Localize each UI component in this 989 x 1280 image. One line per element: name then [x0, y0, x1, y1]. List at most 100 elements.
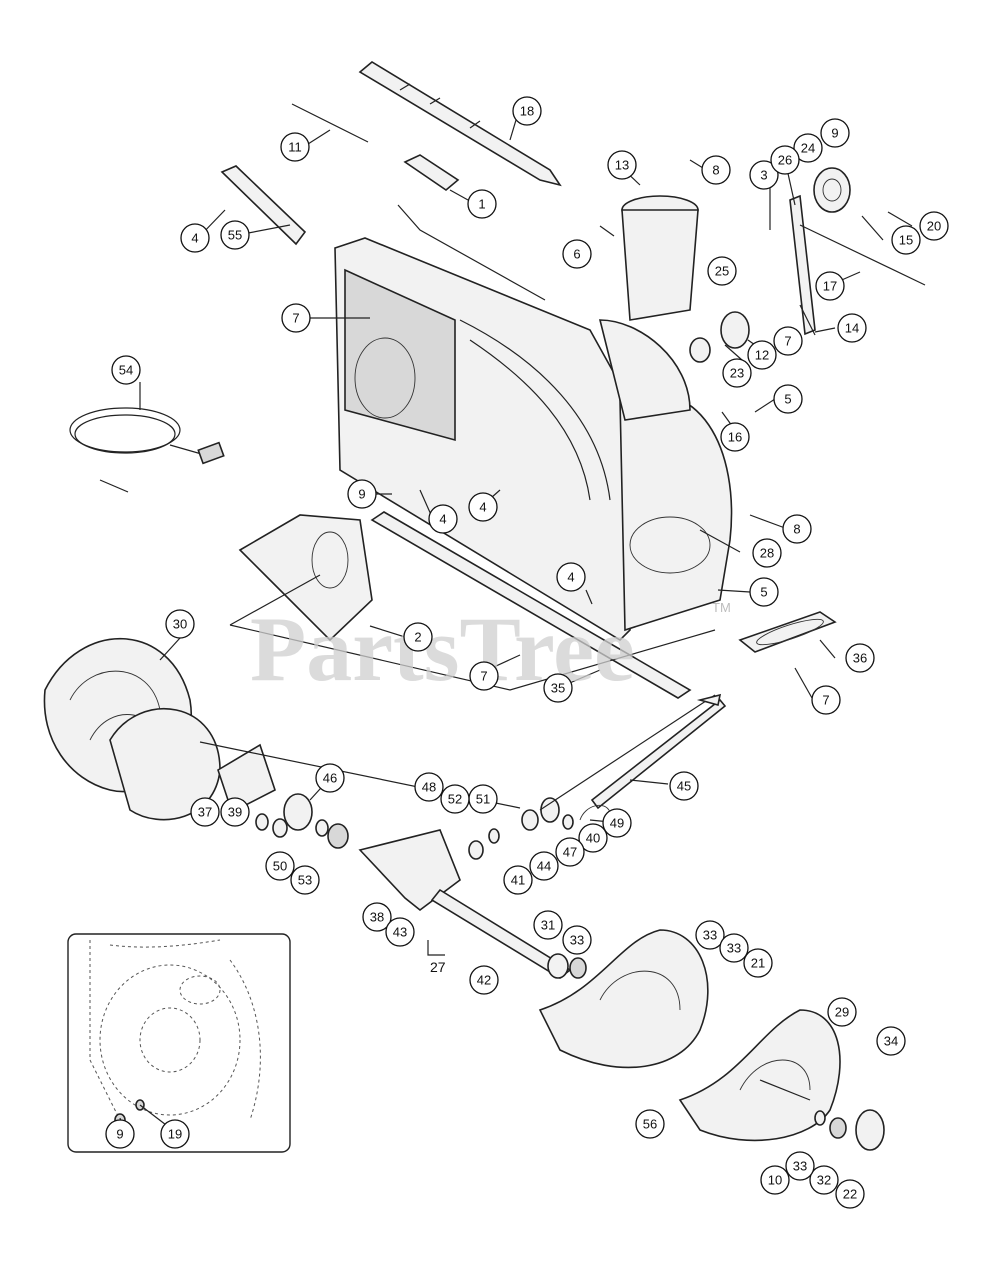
svg-text:20: 20: [927, 219, 941, 234]
callout-4[interactable]: 4: [428, 504, 458, 534]
svg-text:7: 7: [822, 693, 829, 708]
svg-text:42: 42: [477, 973, 491, 988]
callout-28[interactable]: 28: [752, 538, 782, 568]
scraper-bar: [370, 511, 692, 699]
shaft-bracket: [397, 154, 546, 301]
pulley-assembly: [689, 167, 926, 363]
svg-text:41: 41: [511, 873, 525, 888]
svg-text:37: 37: [198, 805, 212, 820]
callout-38[interactable]: 38: [362, 902, 392, 932]
callout-10[interactable]: 10: [760, 1165, 790, 1195]
callout-53[interactable]: 53: [290, 865, 320, 895]
callout-1[interactable]: 1: [467, 189, 497, 219]
callout-39[interactable]: 39: [220, 797, 250, 827]
svg-text:31: 31: [541, 918, 555, 933]
callout-21[interactable]: 21: [743, 948, 773, 978]
callout-22[interactable]: 22: [835, 1179, 865, 1209]
end-washers: [814, 1109, 885, 1151]
callout-55[interactable]: 55: [220, 220, 250, 250]
svg-text:48: 48: [422, 780, 436, 795]
svg-text:9: 9: [831, 126, 838, 141]
part-label-27[interactable]: 27: [430, 959, 446, 975]
watermark-text: PartsTree: [250, 598, 635, 700]
callout-5[interactable]: 5: [773, 384, 803, 414]
callout-5[interactable]: 5: [749, 577, 779, 607]
svg-text:26: 26: [778, 153, 792, 168]
callout-18[interactable]: 18: [512, 96, 542, 126]
leader-lines: [139, 119, 913, 823]
callout-23[interactable]: 23: [722, 358, 752, 388]
svg-text:2: 2: [414, 630, 421, 645]
svg-text:54: 54: [119, 363, 133, 378]
callout-2[interactable]: 2: [403, 622, 433, 652]
auger-housing: [334, 237, 733, 642]
callout-41[interactable]: 41: [503, 865, 533, 895]
callout-7[interactable]: 7: [281, 303, 311, 333]
callout-7[interactable]: 7: [469, 661, 499, 691]
svg-text:12: 12: [755, 348, 769, 363]
svg-text:44: 44: [537, 859, 551, 874]
callout-45[interactable]: 45: [669, 771, 699, 801]
callout-8[interactable]: 8: [782, 514, 812, 544]
callouts: 1 2 3 4 4 4 4 5 5 6 7 7 7 7 8 8 9 9 9 10…: [105, 96, 949, 1209]
callout-8[interactable]: 8: [701, 155, 731, 185]
callout-12[interactable]: 12: [747, 340, 777, 370]
callout-30[interactable]: 30: [165, 609, 195, 639]
svg-text:5: 5: [784, 392, 791, 407]
callout-33[interactable]: 33: [562, 925, 592, 955]
callout-11[interactable]: 11: [280, 132, 310, 162]
callout-34[interactable]: 34: [876, 1026, 906, 1056]
callout-9[interactable]: 9: [820, 118, 850, 148]
callout-3[interactable]: 3: [749, 160, 779, 190]
callout-52[interactable]: 52: [440, 784, 470, 814]
callout-50[interactable]: 50: [265, 851, 295, 881]
callout-31[interactable]: 31: [533, 910, 563, 940]
callout-43[interactable]: 43: [385, 917, 415, 947]
callout-48[interactable]: 48: [414, 772, 444, 802]
callout-49[interactable]: 49: [602, 808, 632, 838]
callout-4[interactable]: 4: [180, 223, 210, 253]
svg-text:13: 13: [615, 158, 629, 173]
svg-text:32: 32: [817, 1173, 831, 1188]
callout-19[interactable]: 19: [160, 1119, 190, 1149]
svg-text:4: 4: [439, 512, 446, 527]
callout-47[interactable]: 47: [555, 837, 585, 867]
callout-44[interactable]: 44: [529, 851, 559, 881]
svg-text:33: 33: [793, 1159, 807, 1174]
callout-32[interactable]: 32: [809, 1165, 839, 1195]
callout-29[interactable]: 29: [827, 997, 857, 1027]
callout-26[interactable]: 26: [770, 145, 800, 175]
svg-text:38: 38: [370, 910, 384, 925]
callout-56[interactable]: 56: [635, 1109, 665, 1139]
callout-33[interactable]: 33: [785, 1151, 815, 1181]
svg-text:7: 7: [292, 311, 299, 326]
callout-40[interactable]: 40: [578, 823, 608, 853]
callout-24[interactable]: 24: [793, 133, 823, 163]
callout-13[interactable]: 13: [607, 150, 637, 180]
callout-15[interactable]: 15: [891, 225, 921, 255]
callout-7[interactable]: 7: [811, 685, 841, 715]
svg-text:14: 14: [845, 321, 859, 336]
callout-54[interactable]: 54: [111, 355, 141, 385]
callout-17[interactable]: 17: [815, 271, 845, 301]
callout-25[interactable]: 25: [707, 256, 737, 286]
callout-14[interactable]: 14: [837, 313, 867, 343]
callout-4[interactable]: 4: [468, 492, 498, 522]
callout-35[interactable]: 35: [543, 673, 573, 703]
callout-46[interactable]: 46: [315, 763, 345, 793]
callout-33[interactable]: 33: [719, 933, 749, 963]
callout-4[interactable]: 4: [556, 562, 586, 592]
callout-9[interactable]: 9: [347, 479, 377, 509]
callout-6[interactable]: 6: [562, 239, 592, 269]
callout-33[interactable]: 33: [695, 920, 725, 950]
callout-51[interactable]: 51: [468, 784, 498, 814]
callout-20[interactable]: 20: [919, 211, 949, 241]
callout-37[interactable]: 37: [190, 797, 220, 827]
callout-36[interactable]: 36: [845, 643, 875, 673]
callout-16[interactable]: 16: [720, 422, 750, 452]
svg-text:3: 3: [760, 168, 767, 183]
callout-9[interactable]: 9: [105, 1119, 135, 1149]
callout-42[interactable]: 42: [469, 965, 499, 995]
callout-7[interactable]: 7: [773, 326, 803, 356]
svg-text:8: 8: [793, 522, 800, 537]
